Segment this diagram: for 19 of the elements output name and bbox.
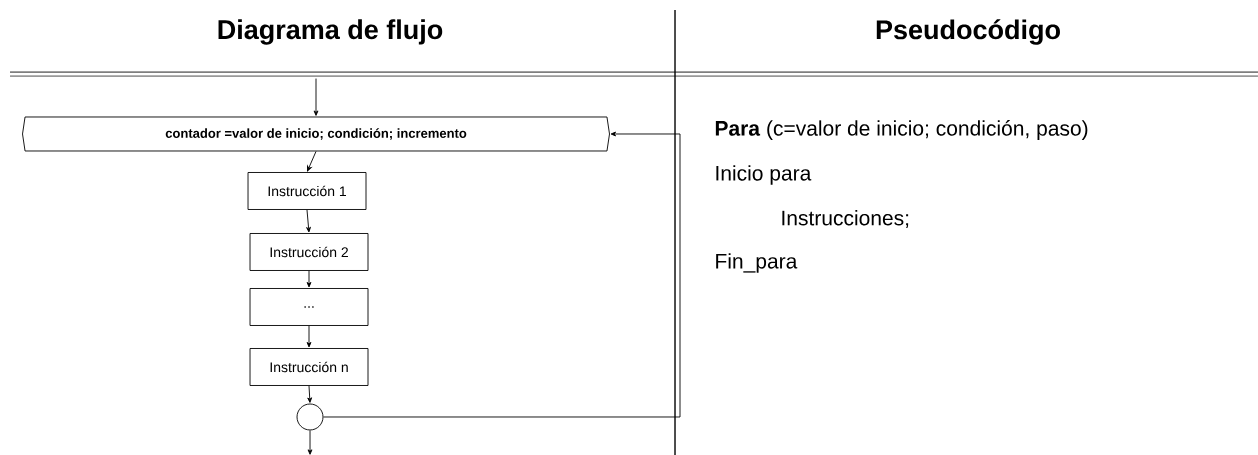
code-line: Inicio para [716, 165, 812, 185]
heading: Diagrama de flujo [218, 19, 443, 45]
process-box: ... [249, 288, 369, 326]
process-box: Instrucción n [249, 348, 369, 386]
arrow [323, 131, 681, 418]
arrow [307, 430, 313, 455]
arrow [307, 151, 317, 172]
arrow [306, 270, 312, 288]
code-line: Fin_para [716, 253, 798, 273]
arrow [306, 325, 312, 348]
arrow [306, 209, 311, 233]
arrow [307, 385, 313, 403]
process-box: Instrucción 2 [249, 233, 369, 271]
arrow [313, 78, 319, 116]
connector-circle [296, 403, 324, 431]
code-line: Instrucciones; [782, 210, 909, 228]
process-box: Instrucción 1 [247, 172, 367, 210]
heading: Pseudocódigo [876, 19, 1060, 45]
code-line: Para (c=valor de inicio; condición, paso) [715, 120, 1088, 140]
